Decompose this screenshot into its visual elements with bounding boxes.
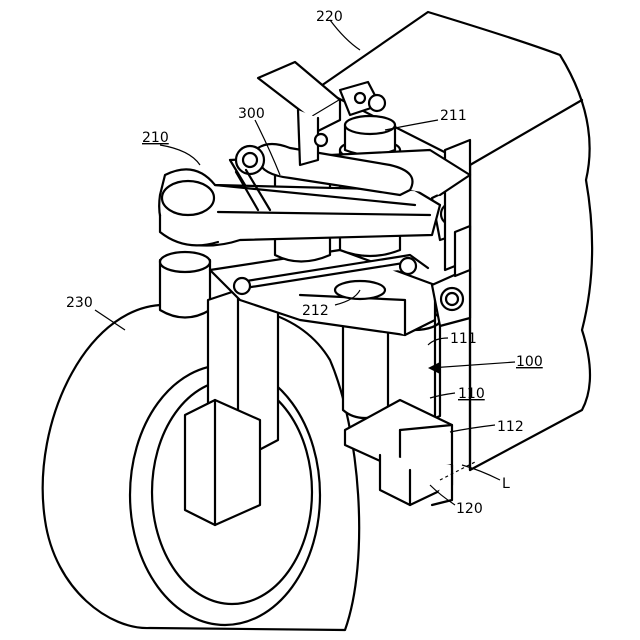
- label-212: 212: [302, 303, 329, 319]
- label-L: L: [502, 476, 510, 492]
- label-220: 220: [316, 9, 343, 25]
- label-111: 111: [450, 331, 477, 347]
- label-110: 110: [458, 386, 485, 402]
- label-210: 210: [142, 130, 169, 146]
- label-120: 120: [456, 501, 483, 517]
- label-300: 300: [238, 106, 265, 122]
- label-100: 100: [516, 354, 543, 370]
- label-230: 230: [66, 295, 93, 311]
- label-112: 112: [497, 419, 524, 435]
- label-211: 211: [440, 108, 467, 124]
